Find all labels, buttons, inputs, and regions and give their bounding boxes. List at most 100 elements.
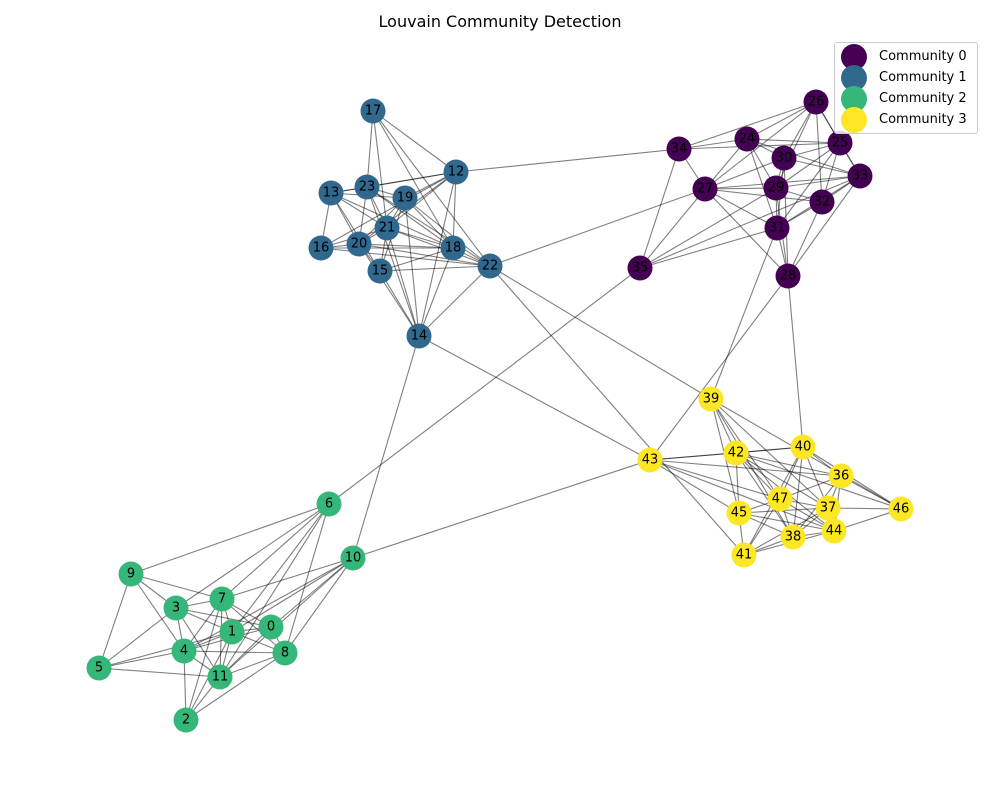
node-15[interactable]: 15 [367,258,393,284]
node-circle [346,231,372,257]
node-7[interactable]: 7 [209,586,235,612]
edge-31-35 [639,227,778,269]
node-circle [318,180,344,206]
node-circle [803,89,829,115]
node-label: 24 [739,132,756,147]
node-10[interactable]: 10 [340,545,366,571]
node-circle [171,638,197,664]
node-23[interactable]: 23 [354,174,380,200]
node-0[interactable]: 0 [258,614,284,640]
node-circle [815,495,841,521]
legend-item-community-2: Community 2 [835,85,977,112]
edge-39-37 [710,398,829,509]
node-circle [354,174,380,200]
edge-30-33 [783,157,861,177]
edge-12-14 [418,171,457,337]
node-1[interactable]: 1 [219,619,245,645]
node-25[interactable]: 25 [827,130,853,156]
edge-43-47 [649,459,781,500]
node-40[interactable]: 40 [790,434,816,460]
node-circle [392,185,418,211]
node-44[interactable]: 44 [821,518,847,544]
node-20[interactable]: 20 [346,231,372,257]
node-4[interactable]: 4 [171,638,197,664]
node-circle [86,655,112,681]
node-label: 42 [728,446,745,461]
node-5[interactable]: 5 [86,655,112,681]
edge-10-43 [352,459,651,559]
node-32[interactable]: 32 [809,189,835,215]
node-42[interactable]: 42 [723,440,749,466]
node-8[interactable]: 8 [272,640,298,666]
node-33[interactable]: 33 [847,163,873,189]
node-13[interactable]: 13 [318,180,344,206]
node-label: 30 [776,151,793,166]
node-47[interactable]: 47 [767,486,793,512]
node-41[interactable]: 41 [731,542,757,568]
edge-9-4 [130,573,185,652]
edge-26-27 [704,101,817,190]
node-label: 28 [780,269,797,284]
node-circle [764,215,790,241]
node-45[interactable]: 45 [726,500,752,526]
node-21[interactable]: 21 [374,215,400,241]
node-30[interactable]: 30 [771,145,797,171]
node-31[interactable]: 31 [764,215,790,241]
node-label: 40 [795,440,812,455]
node-14[interactable]: 14 [406,323,432,349]
node-18[interactable]: 18 [440,235,466,261]
node-circle [340,545,366,571]
node-29[interactable]: 29 [763,175,789,201]
node-label: 18 [445,241,462,256]
node-39[interactable]: 39 [698,386,724,412]
node-circle [723,440,749,466]
node-label: 0 [267,620,275,635]
node-11[interactable]: 11 [207,664,233,690]
edge-9-7 [130,573,223,600]
edge-43-36 [649,459,842,477]
node-label: 44 [826,524,843,539]
node-16[interactable]: 16 [308,235,334,261]
edge-19-22 [404,197,491,267]
node-12[interactable]: 12 [443,159,469,185]
node-9[interactable]: 9 [118,561,144,587]
edge-28-43 [649,275,789,461]
node-3[interactable]: 3 [163,595,189,621]
node-35[interactable]: 35 [627,255,653,281]
node-28[interactable]: 28 [775,263,801,289]
node-36[interactable]: 36 [828,463,854,489]
node-34[interactable]: 34 [666,136,692,162]
edge-42-38 [735,452,794,538]
node-label: 12 [448,165,465,180]
edge-5-1 [98,631,233,669]
edge-23-22 [366,186,491,267]
node-37[interactable]: 37 [815,495,841,521]
node-circle [360,98,386,124]
node-19[interactable]: 19 [392,185,418,211]
node-layer: 0123456789101112131415161718192021222324… [86,89,914,733]
edge-10-14 [352,335,420,559]
edge-25-31 [776,142,841,229]
edge-42-46 [735,452,902,510]
edge-7-8 [221,598,286,654]
edge-20-14 [358,243,420,337]
node-label: 31 [769,221,786,236]
node-46[interactable]: 46 [888,496,914,522]
edge-12-17 [372,110,457,173]
node-24[interactable]: 24 [734,126,760,152]
node-26[interactable]: 26 [803,89,829,115]
node-27[interactable]: 27 [692,176,718,202]
node-label: 4 [180,644,188,659]
node-6[interactable]: 6 [316,491,342,517]
node-43[interactable]: 43 [637,447,663,473]
node-22[interactable]: 22 [477,253,503,279]
node-circle [771,145,797,171]
node-circle [637,447,663,473]
node-38[interactable]: 38 [780,524,806,550]
node-label: 21 [379,221,396,236]
node-17[interactable]: 17 [360,98,386,124]
node-circle [827,130,853,156]
node-label: 29 [768,181,785,196]
node-2[interactable]: 2 [173,707,199,733]
node-label: 10 [345,551,362,566]
